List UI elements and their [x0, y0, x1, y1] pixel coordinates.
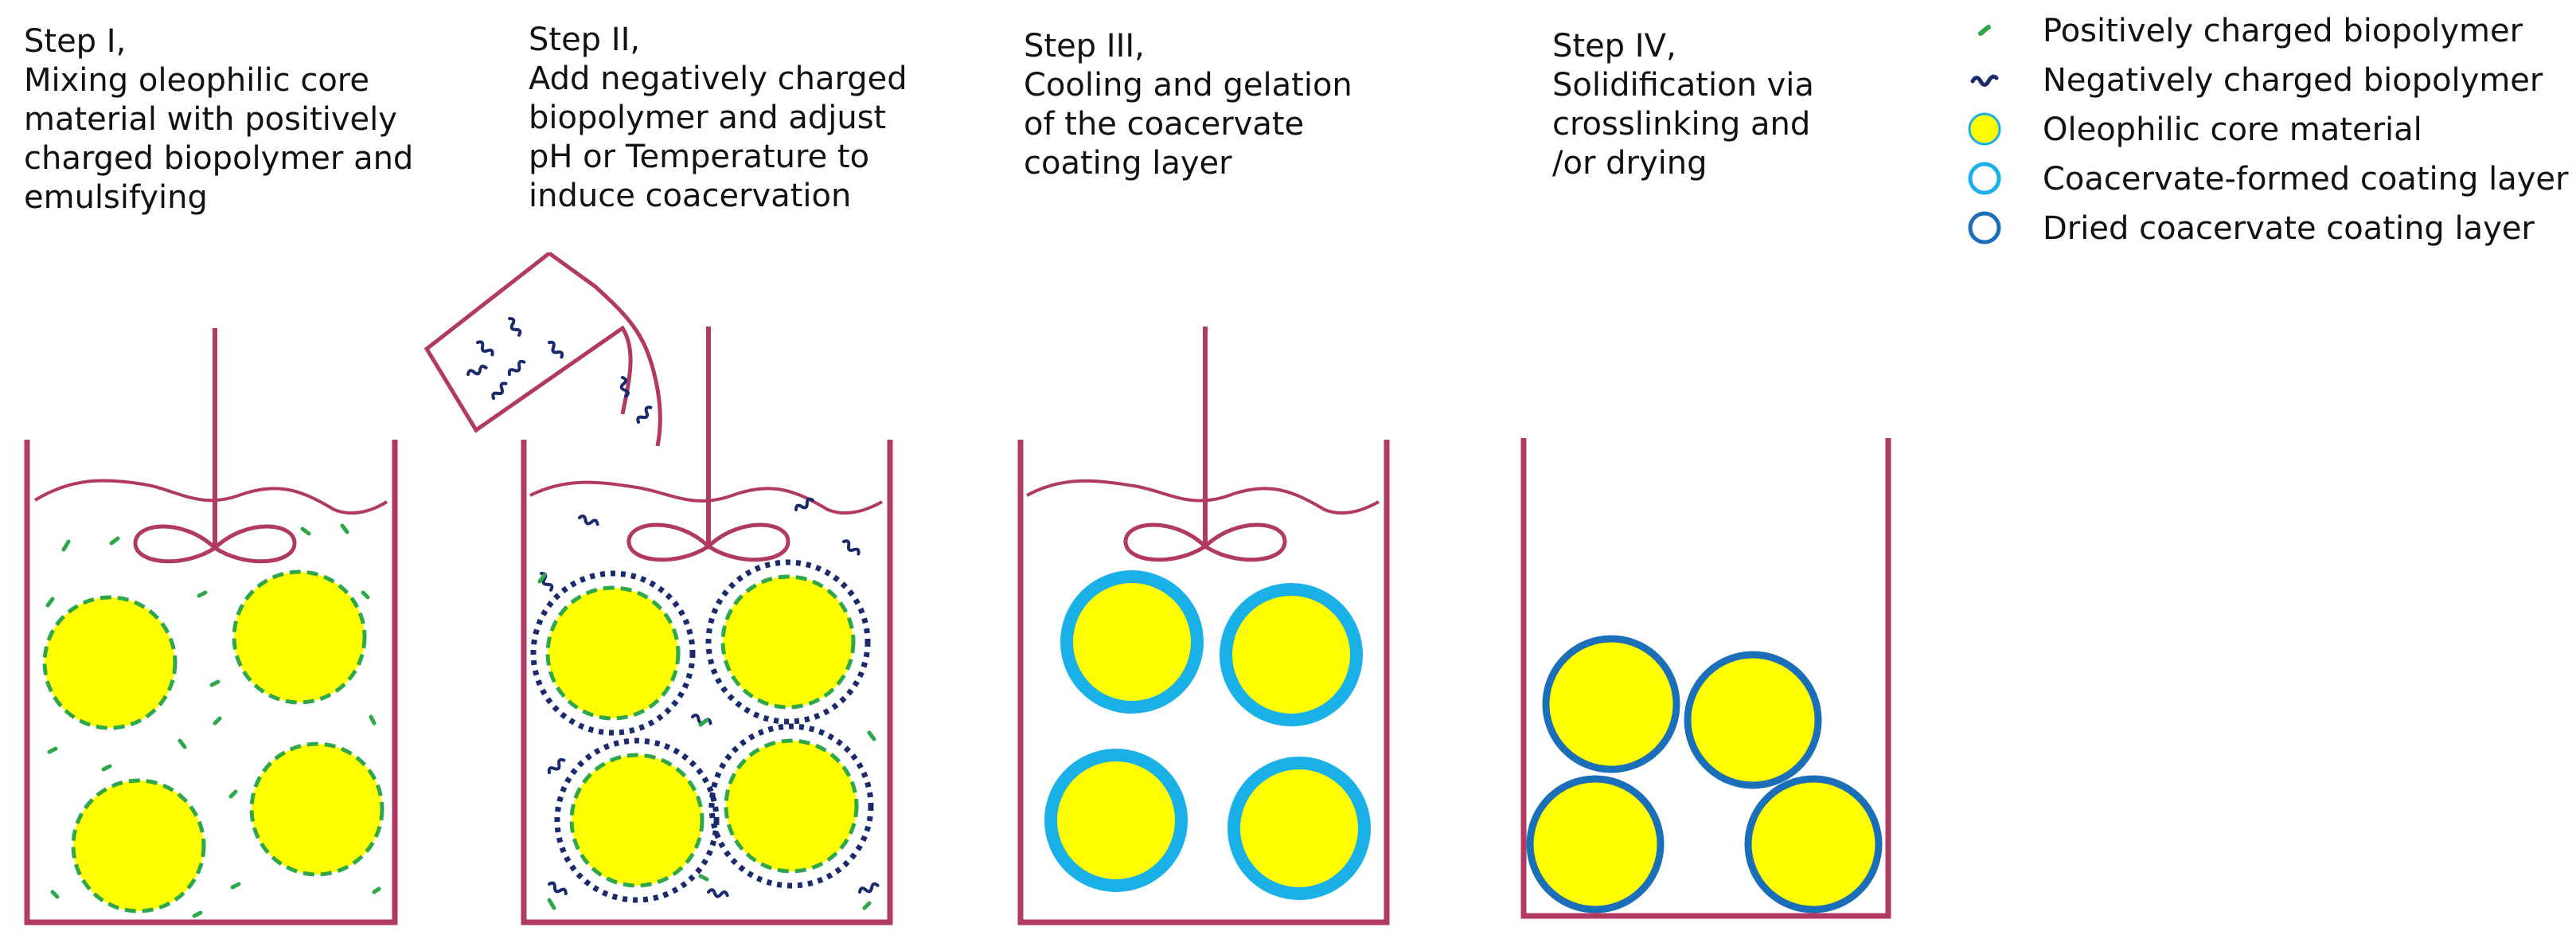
core-droplet: [42, 595, 178, 730]
core-droplet: [71, 778, 206, 914]
legend-label: Dried coacervate coating layer: [2043, 210, 2535, 247]
step-4-line: crosslinking and: [1552, 106, 1811, 143]
legend-label: Oleophilic core material: [2043, 112, 2422, 148]
step-1-beaker-group: [24, 328, 398, 925]
step-1-line: emulsifying: [24, 179, 208, 216]
dried-capsule: [1526, 775, 1665, 914]
step-4-line: /or drying: [1552, 145, 1708, 182]
light-blue-ring-icon: [1968, 162, 2001, 195]
step-4-title: Step IV,: [1552, 28, 1676, 65]
beaker-outline: [1520, 438, 1891, 919]
core-droplet: [720, 574, 856, 710]
step-2-caption: Step II, Add negatively charged biopolym…: [529, 21, 907, 216]
step-4-line: Solidification via: [1552, 67, 1814, 104]
step-2-title: Step II,: [529, 22, 641, 58]
step-1-line: Mixing oleophilic core: [24, 62, 369, 99]
polymer-shell: [708, 723, 874, 889]
coacervating-droplets: [530, 559, 874, 903]
positive-polymer-dashes: [537, 573, 876, 910]
pouring-beaker: [423, 251, 662, 447]
coacervate-capsule: [1044, 749, 1188, 892]
liquid-surface: [1026, 479, 1380, 515]
core-droplet: [232, 569, 367, 705]
legend-label: Coacervate-formed coating layer: [2043, 161, 2569, 198]
step-4-beaker-group: [1520, 438, 1891, 919]
step-3-caption: Step III, Cooling and gelation of the co…: [1024, 27, 1352, 183]
step-1-title: Step I,: [24, 23, 127, 60]
step-1-line: material with positively: [24, 101, 397, 138]
dried-capsule: [1684, 651, 1822, 789]
beaker-outline: [24, 440, 398, 925]
stirrer-impeller: [1123, 522, 1287, 562]
dried-capsule: [1744, 775, 1883, 914]
step-3-beaker-group: [1017, 327, 1390, 925]
step-3-line: coating layer: [1024, 145, 1232, 182]
step-2-beaker-group: [423, 251, 893, 925]
step-2-line: pH or Temperature to: [529, 139, 870, 175]
dark-blue-ring-icon: [1968, 211, 2001, 245]
stirrer-impeller: [133, 524, 297, 564]
step-4-caption: Step IV, Solidification via crosslinking…: [1552, 27, 1814, 183]
step-1-caption: Step I, Mixing oleophilic core material …: [24, 22, 413, 217]
coacervate-capsule: [1228, 757, 1371, 900]
step-2-line: Add negatively charged: [529, 61, 907, 97]
step-2-line: induce coacervation: [529, 178, 852, 214]
dried-capsule: [1542, 635, 1680, 773]
green-dash-icon: [1978, 25, 1991, 36]
coacervate-capsule: [1060, 570, 1204, 714]
liquid-surface: [33, 479, 388, 515]
core-droplet: [545, 585, 681, 721]
step-2-line: biopolymer and adjust: [529, 100, 887, 136]
coacervate-capsule: [1220, 583, 1363, 726]
step-3-line: of the coacervate: [1024, 106, 1305, 143]
step-3-title: Step III,: [1024, 28, 1145, 65]
core-droplet: [569, 753, 704, 888]
beaker-outline: [1017, 440, 1390, 925]
step-1-line: charged biopolymer and: [24, 140, 414, 177]
polymer-shell: [530, 570, 696, 736]
positive-polymer-dashes: [45, 523, 381, 918]
polymer-shell: [705, 559, 871, 725]
liquid-surface: [529, 480, 883, 515]
beaker-outline: [521, 440, 893, 925]
stirrer-impeller: [626, 522, 790, 562]
core-droplet: [249, 741, 384, 877]
legend-label: Negatively charged biopolymer: [2043, 62, 2543, 99]
legend-label: Positively charged biopolymer: [2043, 13, 2523, 49]
navy-squiggle-icon: [1970, 74, 1999, 87]
yellow-circle-icon: [1968, 112, 2001, 146]
core-droplet: [724, 738, 859, 874]
polymer-shell: [554, 738, 720, 903]
step-3-line: Cooling and gelation: [1024, 67, 1352, 104]
